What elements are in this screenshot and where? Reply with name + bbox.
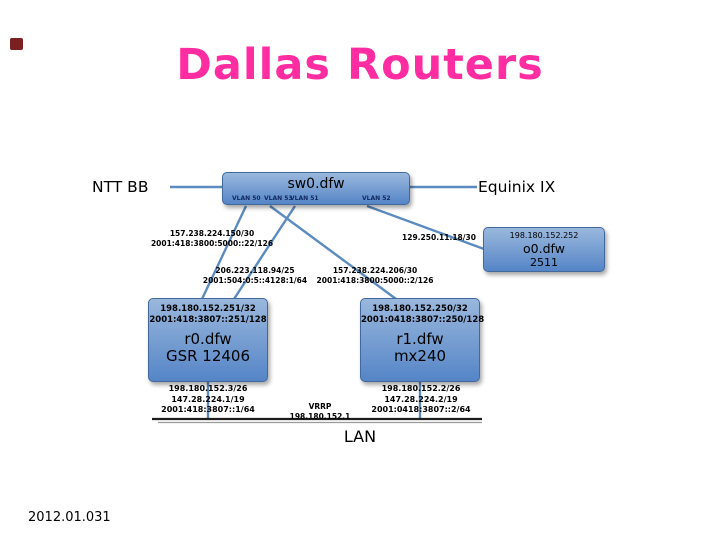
lan-r0-ipv4: 198.180.152.3/26 xyxy=(168,384,248,393)
link-label-ntt-r0: 157.238.224.150/30 2001:418:3800:5000::2… xyxy=(148,229,276,248)
switch-name: sw0.dfw xyxy=(287,176,345,192)
vlan-50-label: VLAN 50 xyxy=(232,195,261,202)
link-label-ntt-r0-ipv6: 2001:418:3800:5000::22/126 xyxy=(150,238,274,248)
link-label-equinix-ipv4: 206.223.118.94/25 xyxy=(215,266,295,275)
link-label-equinix: 206.223.118.94/25 2001:504:0:5::4128:1/6… xyxy=(193,266,317,285)
slide-footer-date: 2012.01.031 xyxy=(28,510,111,525)
router0-name: r0.dfw xyxy=(184,330,232,348)
vrrp-label: VRRP 198.180.152.1 xyxy=(289,402,351,421)
console-ip: 198.180.152.252 xyxy=(509,231,579,240)
link-label-ntt-r1: 157.238.224.206/30 2001:418:3800:5000::2… xyxy=(313,266,437,285)
switch-node-sw0dfw: sw0.dfw VLAN 50 VLAN 53 VLAN 51 VLAN 52 xyxy=(222,172,410,205)
router1-model: mx240 xyxy=(393,347,447,365)
console-node-o0dfw: 198.180.152.252 o0.dfw 2511 xyxy=(483,227,605,272)
vlan-51-label: VLAN 51 xyxy=(290,195,319,202)
router0-ipv6: 2001:418:3807::251/128 xyxy=(149,314,267,325)
console-model: 2511 xyxy=(530,256,558,269)
lan-addresses-r0: 198.180.152.3/26 147.28.224.1/19 2001:41… xyxy=(157,384,259,416)
router0-ipv4: 198.180.152.251/32 xyxy=(160,304,256,314)
lan-r0-ipv4b: 147.28.224.1/19 xyxy=(171,394,245,404)
link-line-sw0-to-r0-a xyxy=(200,205,248,300)
link-line-sw0-to-o0 xyxy=(366,204,485,251)
router0-model: GSR 12406 xyxy=(165,347,251,365)
router1-ipv6: 2001:0418:3807::250/128 xyxy=(361,314,485,325)
link-line-sw0-to-r0-b xyxy=(232,205,297,300)
vlan-53-label: VLAN 53 xyxy=(264,195,293,202)
equinix-ix-label: Equinix IX xyxy=(478,178,556,196)
router1-ipv4: 198.180.152.250/32 xyxy=(372,304,468,314)
link-label-ntt-r1-ipv6: 2001:418:3800:5000::2/126 xyxy=(316,275,434,285)
link-line-sw0-to-r1 xyxy=(269,205,397,300)
router-node-r1dfw: 198.180.152.250/32 2001:0418:3807::250/1… xyxy=(360,298,485,382)
link-label-equinix-ipv6: 2001:504:0:5::4128:1/64 xyxy=(202,275,308,285)
lan-label: LAN xyxy=(343,427,377,446)
router-node-r0dfw: 198.180.152.251/32 2001:418:3807::251/12… xyxy=(148,298,268,382)
link-label-ntt-o0: 129.250.11.18/30 xyxy=(402,233,476,243)
lan-r0-ipv6: 2001:418:3807::1/64 xyxy=(161,405,255,414)
ntt-bb-label: NTT BB xyxy=(92,178,149,196)
link-label-ntt-r1-ipv4: 157.238.224.206/30 xyxy=(332,266,418,275)
link-label-ntt-o0-ipv4: 129.250.11.18/30 xyxy=(402,233,476,242)
lan-r1-ipv4b: 147.28.224.2/19 xyxy=(384,394,458,404)
console-name: o0.dfw xyxy=(523,241,565,256)
lan-r1-ipv4: 198.180.152.2/26 xyxy=(381,384,461,393)
lan-r1-ipv6: 2001:0418:3807::2/64 xyxy=(371,405,471,414)
router1-name: r1.dfw xyxy=(396,330,444,348)
vlan-52-label: VLAN 52 xyxy=(362,195,391,202)
link-label-ntt-r0-ipv4: 157.238.224.150/30 xyxy=(169,229,255,238)
slide-title: Dallas Routers xyxy=(176,40,544,90)
lan-addresses-r1: 198.180.152.2/26 147.28.224.2/19 2001:04… xyxy=(368,384,474,416)
slide-corner-marker xyxy=(10,38,23,50)
